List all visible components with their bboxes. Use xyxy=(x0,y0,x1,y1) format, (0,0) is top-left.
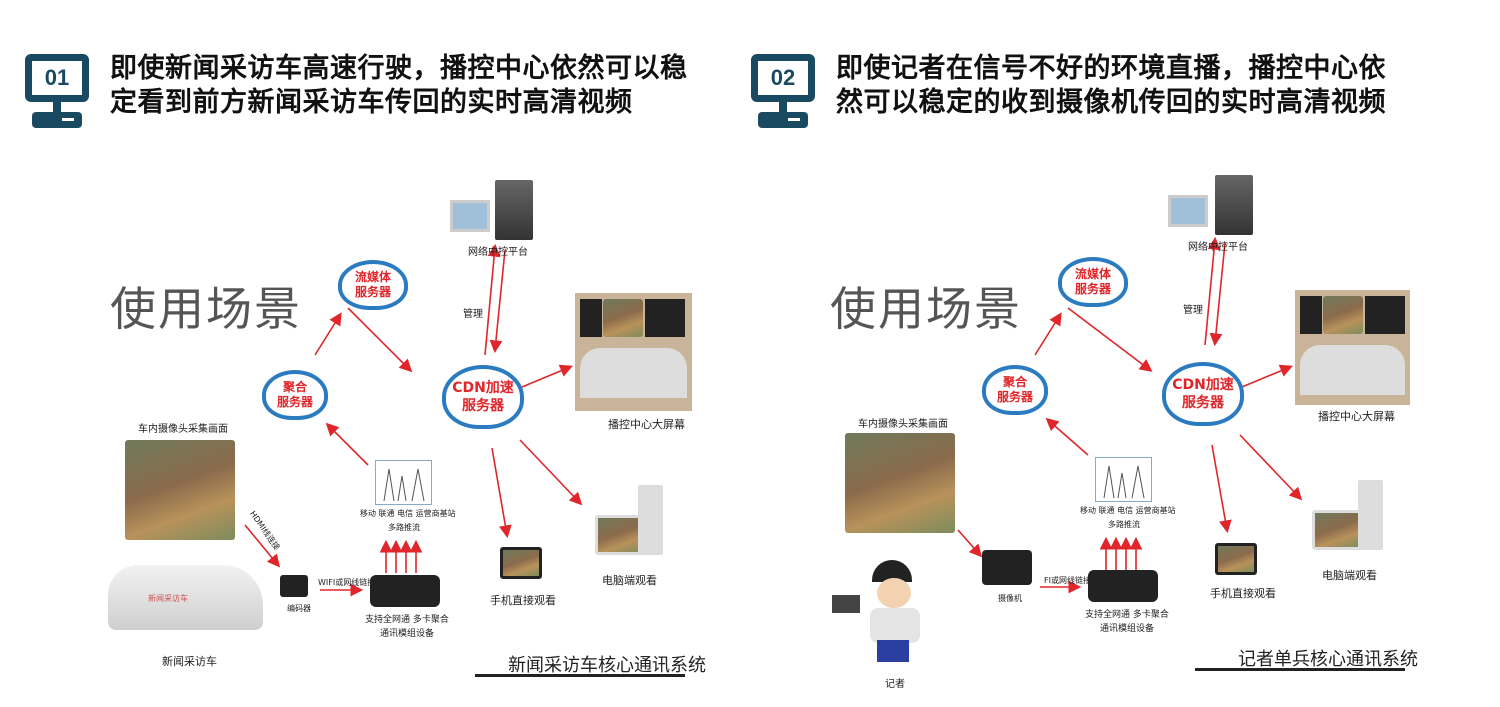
desktop-tower xyxy=(638,485,663,555)
arrow xyxy=(491,447,512,539)
platform-label: 网络中控平台 xyxy=(1188,242,1248,253)
scene-title: 使用场景 xyxy=(830,282,1022,336)
arrow xyxy=(347,307,413,373)
stream-server-cloud: 流媒体 服务器 xyxy=(1058,257,1128,307)
tower-icon xyxy=(1095,457,1152,502)
wifi-label: WIFI或网线链接 xyxy=(318,578,376,587)
arrow xyxy=(1204,236,1221,346)
camera-feed-label: 车内摄像头采集画面 xyxy=(858,419,948,430)
arrow xyxy=(1034,312,1062,356)
stream-server-cloud: 流媒体 服务器 xyxy=(338,260,408,310)
push-label: 多路推流 xyxy=(388,523,420,532)
arrow xyxy=(521,364,573,388)
arrow xyxy=(1209,242,1226,347)
control-center-image xyxy=(1295,290,1410,405)
source-label: 记者 xyxy=(885,679,905,690)
diagram-reporter: 使用场景 网络中控平台 管理 流媒体 服务器 聚合 服务器 CDN加速 服务器 … xyxy=(810,165,1430,700)
camera-feed-label: 车内摄像头采集画面 xyxy=(138,424,228,435)
reporter-image xyxy=(832,560,942,665)
cdn-server-cloud: CDN加速 服务器 xyxy=(1162,362,1244,426)
van-image: 新闻采访车 xyxy=(108,565,263,630)
arrow xyxy=(519,439,583,506)
cdn-server-cloud: CDN加速 服务器 xyxy=(442,365,524,429)
pc-image xyxy=(450,200,490,232)
header-01: 01 即使新闻采访车高速行驶，播控中心依然可以稳定看到前方新闻采访车传回的实时高… xyxy=(22,52,688,132)
arrow xyxy=(489,249,506,354)
arrow xyxy=(325,422,369,466)
device-label-2: 通讯模组设备 xyxy=(1100,624,1155,634)
pc-label: 电脑端观看 xyxy=(1322,569,1377,582)
encoder-image xyxy=(280,575,308,597)
encoder-label: 编码器 xyxy=(287,604,311,613)
server-image xyxy=(1215,175,1253,235)
arrows xyxy=(244,243,583,597)
camcorder-image xyxy=(982,550,1032,585)
arrow xyxy=(314,312,342,356)
arrow xyxy=(484,243,501,356)
phone-label: 手机直接观看 xyxy=(490,594,556,607)
comm-device-image xyxy=(1088,570,1158,602)
arrow xyxy=(1067,307,1153,372)
big-screen-label: 播控中心大屏幕 xyxy=(608,418,685,431)
camera-feed-image xyxy=(125,440,235,540)
arrow xyxy=(1045,417,1089,456)
device-label-1: 支持全网通 多卡聚合 xyxy=(365,615,449,625)
arrows xyxy=(957,236,1303,594)
divider xyxy=(1195,668,1405,671)
arrow xyxy=(244,524,281,568)
pc-image xyxy=(1168,195,1208,227)
wifi-label: FI或网线链接 xyxy=(1044,576,1091,585)
towers-label: 移动 联通 电信 运营商基站 xyxy=(1080,506,1176,515)
manage-label: 管理 xyxy=(1183,305,1203,316)
arrow xyxy=(1241,364,1293,388)
device-label-1: 支持全网通 多卡聚合 xyxy=(1085,610,1169,620)
comm-device-image xyxy=(370,575,440,607)
scene-title: 使用场景 xyxy=(110,282,302,336)
arrow xyxy=(1239,434,1303,501)
source-label: 新闻采访车 xyxy=(162,655,217,668)
monitor-icon: 01 xyxy=(22,52,92,132)
header-text: 即使记者在信号不好的环境直播，播控中心依然可以稳定的收到摄像机传回的实时高清视频 xyxy=(836,53,1386,118)
arrow xyxy=(1211,444,1232,534)
manage-label: 管理 xyxy=(463,309,483,320)
system-title: 记者单兵核心通讯系统 xyxy=(1238,649,1418,670)
monitor-icon: 02 xyxy=(748,52,818,132)
camera-feed-image xyxy=(845,433,955,533)
system-title: 新闻采访车核心通讯系统 xyxy=(508,655,706,676)
desktop-image xyxy=(1312,510,1364,550)
divider xyxy=(475,674,685,677)
phone-image xyxy=(1215,543,1257,575)
platform-label: 网络中控平台 xyxy=(468,247,528,258)
aggregation-server-cloud: 聚合 服务器 xyxy=(982,365,1048,415)
phone-label: 手机直接观看 xyxy=(1210,587,1276,600)
pc-label: 电脑端观看 xyxy=(602,574,657,587)
big-screen-label: 播控中心大屏幕 xyxy=(1318,410,1395,423)
arrow xyxy=(957,529,983,558)
camcorder-label: 摄像机 xyxy=(998,594,1022,603)
header-02: 02 即使记者在信号不好的环境直播，播控中心依然可以稳定的收到摄像机传回的实时高… xyxy=(748,52,1386,132)
phone-image xyxy=(500,547,542,579)
towers-label: 移动 联通 电信 运营商基站 xyxy=(360,509,456,518)
control-center-image xyxy=(575,293,692,411)
device-label-2: 通讯模组设备 xyxy=(380,629,435,639)
push-label: 多路推流 xyxy=(1108,520,1140,529)
diagram-news-van: 使用场景 网络中控平台 管理 流媒体 服务器 聚合 服务器 CDN加速 服务器 … xyxy=(90,165,710,700)
tower-icon xyxy=(375,460,432,505)
aggregation-server-cloud: 聚合 服务器 xyxy=(262,370,328,420)
desktop-tower xyxy=(1358,480,1383,550)
server-image xyxy=(495,180,533,240)
header-text: 即使新闻采访车高速行驶，播控中心依然可以稳定看到前方新闻采访车传回的实时高清视频 xyxy=(110,53,688,118)
